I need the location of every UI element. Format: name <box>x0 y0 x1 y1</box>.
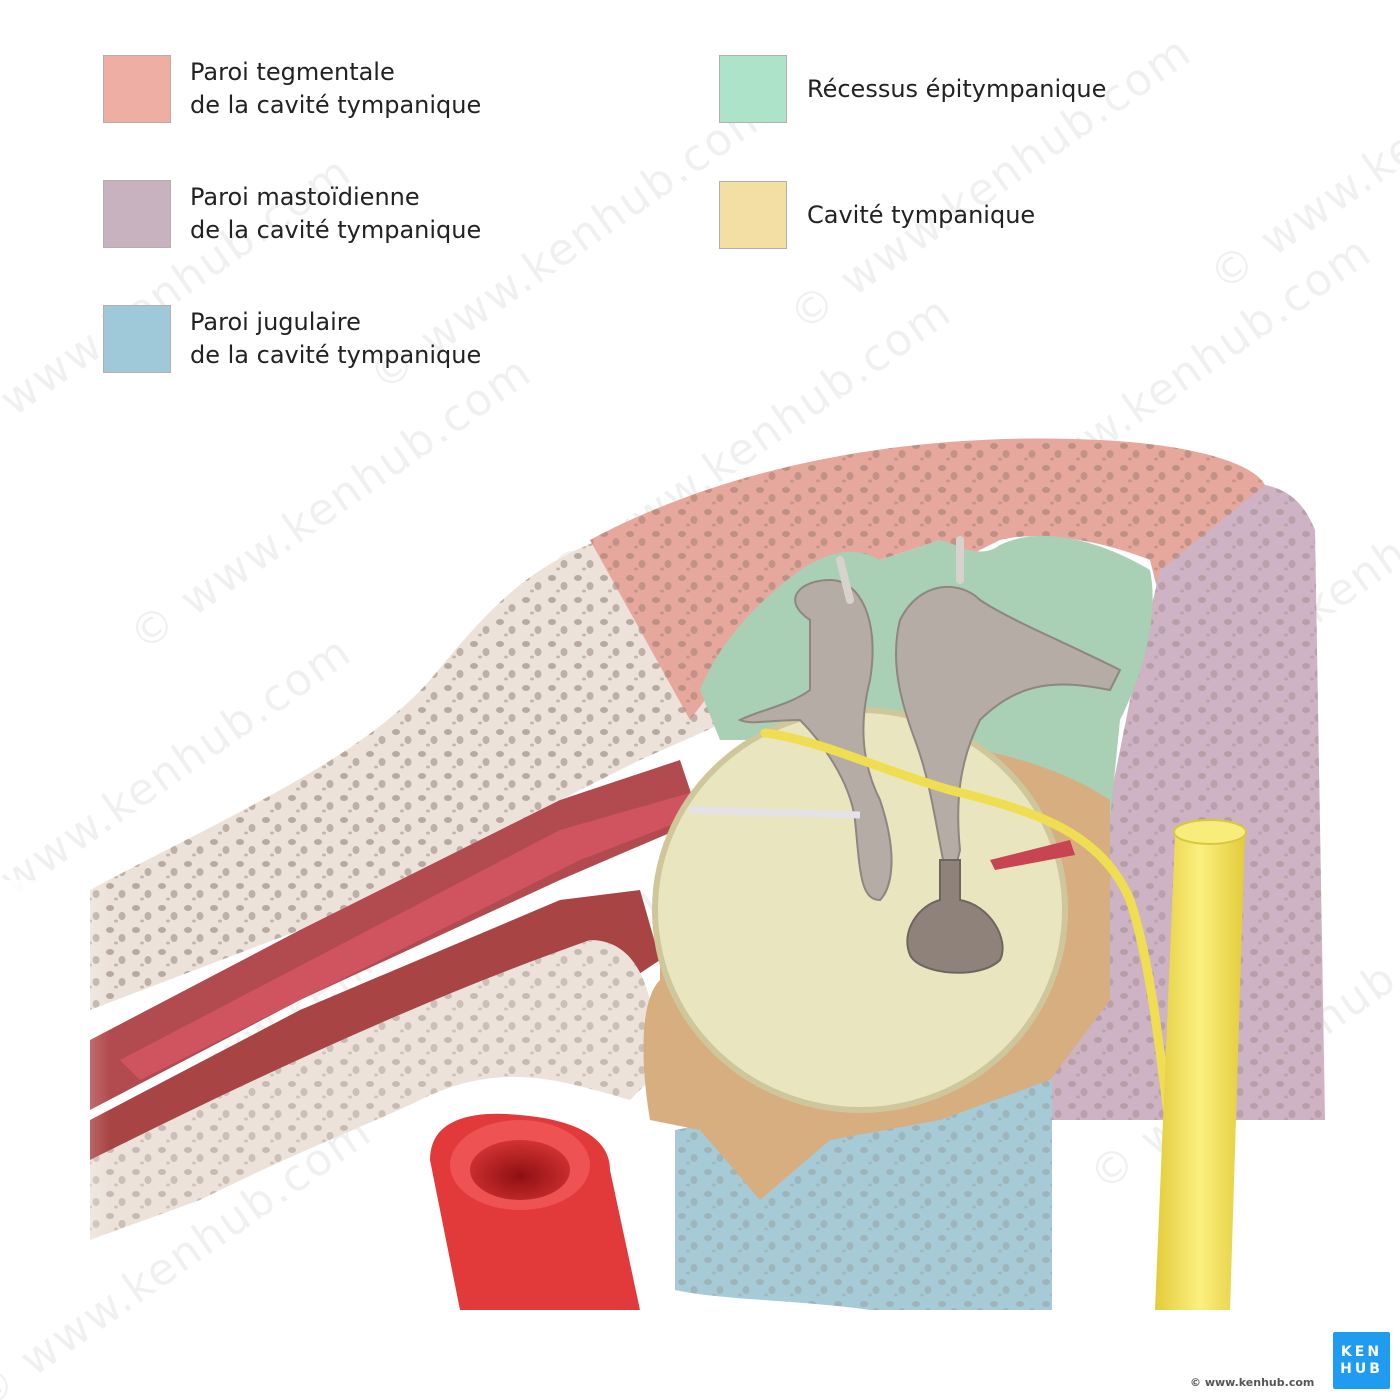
legend-label: Cavité tympanique <box>807 200 1036 229</box>
legend-label: Paroi tegmentale <box>190 58 395 86</box>
tensor-tympani-tendon <box>689 806 861 819</box>
incus <box>895 586 1122 871</box>
legend-item-jugular-wall: Paroi jugulaire de la cavité tympanique <box>103 305 481 373</box>
stapedius-muscle <box>990 840 1075 870</box>
copyright-text: © www.kenhub.com <box>1190 1376 1315 1389</box>
logo-text-top: KEN <box>1340 1343 1383 1360</box>
chorda-tympani-nerve <box>760 728 1175 1135</box>
legend-label: de la cavité tympanique <box>190 341 482 369</box>
legend-label: Récessus épitympanique <box>807 74 1107 103</box>
facial-nerve <box>1155 830 1245 1310</box>
legend-item-epitympanic-recess: Récessus épitympanique <box>719 55 1106 123</box>
stapes <box>906 859 1004 974</box>
legend-swatch <box>719 181 787 249</box>
legend-item-tympanic-cavity: Cavité tympanique <box>719 181 1035 249</box>
legend-item-mastoid-wall: Paroi mastoïdienne de la cavité tympaniq… <box>103 180 481 248</box>
legend-label: Paroi jugulaire <box>190 308 361 336</box>
kenhub-logo: KEN HUB <box>1333 1332 1390 1389</box>
legend-label: de la cavité tympanique <box>190 91 482 119</box>
legend-label: Paroi mastoïdienne <box>190 183 420 211</box>
legend-swatch <box>719 55 787 123</box>
logo-text-bottom: HUB <box>1340 1360 1383 1377</box>
legend-swatch <box>103 180 171 248</box>
legend-item-tegmental-wall: Paroi tegmentale de la cavité tympanique <box>103 55 481 123</box>
legend-swatch <box>103 305 171 373</box>
legend-label: de la cavité tympanique <box>190 216 482 244</box>
legend-swatch <box>103 55 171 123</box>
malleus <box>737 578 893 902</box>
